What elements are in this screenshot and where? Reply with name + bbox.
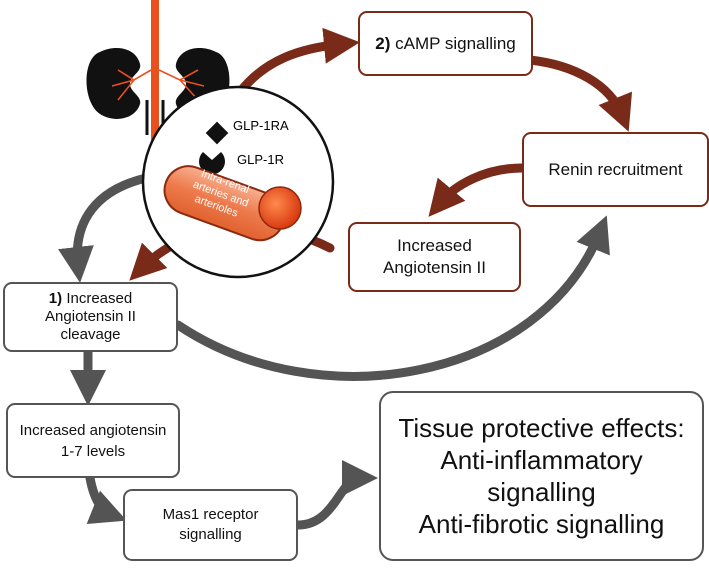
arrow-ang17-to-mas1 (85, 473, 127, 525)
tissue-line2: Anti-inflammatory (440, 445, 643, 475)
angiotensin-ii-line2: Angiotensin II (382, 258, 486, 277)
arrow-kidney-to-camp (235, 27, 360, 97)
receptor-icon (199, 152, 226, 175)
camp-step-number: 2) (375, 33, 391, 53)
cleavage-step-number: 1) (48, 290, 63, 307)
renal-vessels (111, 69, 205, 101)
camp-signalling-text: 2) cAMP signalling (375, 34, 516, 54)
arrow-mas1-to-tissue (293, 460, 378, 530)
cleavage-line2: Angiotensin II (45, 308, 136, 325)
arrow-kidney-to-cleavage (58, 173, 151, 283)
renin-recruitment-label: Renin recruitment (548, 159, 683, 179)
mas1-line1: Mas1 receptor (162, 506, 259, 523)
increased-angiotensin-ii-box: Increased Angiotensin II (348, 222, 521, 292)
arrow-renin-to-angII (428, 163, 527, 217)
vessel-opening (258, 186, 302, 230)
camp-signalling-box: 2) cAMP signalling (358, 11, 533, 76)
cleavage-line1: Increased (66, 290, 133, 307)
ligand-label: GLP-1RA (233, 118, 289, 133)
camp-step-label: cAMP signalling (395, 33, 516, 53)
angiotensin-1-7-line1: Increased angiotensin (19, 421, 167, 439)
angiotensin-ii-line1: Increased (397, 236, 472, 255)
aorta-vessel (151, 0, 159, 140)
receptor-label: GLP-1R (237, 152, 284, 167)
tissue-line3: signalling (487, 477, 596, 507)
tissue-line4: Anti-fibrotic signalling (418, 509, 665, 539)
cleavage-line3: cleavage (60, 326, 121, 343)
left-kidney-icon (86, 48, 141, 119)
receptor-circle: GLP-1RA GLP-1R Intra-renal arteries and … (141, 85, 335, 279)
tissue-line1: Tissue protective effects: (398, 413, 685, 443)
tissue-protective-effects-box: Tissue protective effects: Anti-inflamma… (379, 391, 704, 561)
mas1-line2: signalling (179, 526, 242, 543)
renin-recruitment-box: Renin recruitment (522, 132, 709, 207)
arrow-cleavage-to-renin (173, 215, 610, 381)
angiotensin-1-7-box: Increased angiotensin 1-7 levels (6, 403, 180, 478)
angiotensin-ii-cleavage-box: 1) Increased Angiotensin II cleavage (3, 282, 178, 352)
angiotensin-1-7-line2: 1-7 levels (60, 442, 126, 460)
mas1-receptor-box: Mas1 receptor signalling (123, 489, 298, 561)
arrow-camp-to-renin (525, 55, 633, 132)
cleavage-first-line: 1) Increased (49, 290, 132, 308)
